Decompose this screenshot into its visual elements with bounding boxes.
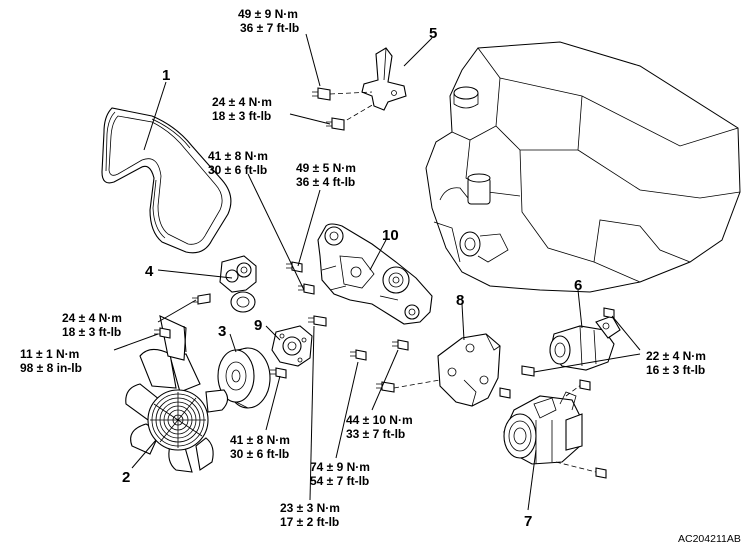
callout-1: 1 xyxy=(162,67,170,84)
torque-fan-nut-nm: 11 ± 1 N·m xyxy=(20,347,79,361)
callout-10: 10 xyxy=(382,227,399,244)
torque-bolt4-nm: 24 ± 4 N·m xyxy=(62,311,122,325)
torque-part6-nm: 22 ± 4 N·m xyxy=(646,349,706,363)
part-7-assembly xyxy=(503,379,607,479)
torque-bracket8-upper-nm: 44 ± 10 N·m xyxy=(346,413,413,427)
bracket-part-8 xyxy=(350,333,511,407)
torque-bracket8-upper-ftlb: 33 ± 7 ft-lb xyxy=(346,427,405,441)
torque-labels: 49 ± 9 N·m 36 ± 7 ft-lb 24 ± 4 N·m 18 ± … xyxy=(20,7,706,529)
drive-belt xyxy=(101,107,232,254)
torque-bolt4-ftlb: 18 ± 3 ft-lb xyxy=(62,325,121,339)
callout-4: 4 xyxy=(145,263,154,280)
callout-2: 2 xyxy=(122,469,130,486)
torque-bolt10-left-ftlb: 30 ± 6 ft-lb xyxy=(208,163,267,177)
torque-bolt5-lower-ftlb: 18 ± 3 ft-lb xyxy=(212,109,271,123)
leader-lines xyxy=(113,33,641,511)
callout-numbers: 1 2 3 4 5 6 7 8 9 10 xyxy=(122,25,582,530)
torque-fan-nut-inlb: 98 ± 8 in-lb xyxy=(20,361,82,375)
torque-bracket8-lower-ftlb: 54 ± 7 ft-lb xyxy=(310,474,369,488)
figure-code: AC204211AB xyxy=(678,533,741,545)
torque-bolt5-upper-nm: 49 ± 9 N·m xyxy=(238,7,298,21)
torque-bolt5-lower-nm: 24 ± 4 N·m xyxy=(212,95,272,109)
torque-pulley9-ftlb: 30 ± 6 ft-lb xyxy=(230,447,289,461)
callout-7: 7 xyxy=(524,513,532,530)
fan-hub-part-9 xyxy=(270,325,313,379)
cooling-fan-part-2 xyxy=(125,315,229,473)
callout-3: 3 xyxy=(218,323,226,340)
callout-9: 9 xyxy=(254,317,262,334)
engine-outline xyxy=(425,41,741,293)
pulley-part-3 xyxy=(217,347,271,409)
torque-bolt10-right-nm: 49 ± 5 N·m xyxy=(296,161,356,175)
torque-bolt5-upper-ftlb: 36 ± 7 ft-lb xyxy=(240,21,299,35)
part-6-assembly xyxy=(521,307,621,377)
callout-8: 8 xyxy=(456,292,464,309)
bracket-part-5 xyxy=(312,47,407,131)
torque-pulley9-nm: 41 ± 8 N·m xyxy=(230,433,290,447)
torque-bolt10-right-ftlb: 36 ± 4 ft-lb xyxy=(296,175,355,189)
bracket-part-10 xyxy=(286,223,433,327)
callout-6: 6 xyxy=(574,277,582,294)
torque-part6-ftlb: 16 ± 3 ft-lb xyxy=(646,363,705,377)
callout-5: 5 xyxy=(429,25,437,42)
tensioner-part-4 xyxy=(192,255,257,313)
torque-bracket-bolt-ftlb: 17 ± 2 ft-lb xyxy=(280,515,339,529)
torque-bolt10-left-nm: 41 ± 8 N·m xyxy=(208,149,268,163)
torque-bracket8-lower-nm: 74 ± 9 N·m xyxy=(310,460,370,474)
torque-bracket-bolt-nm: 23 ± 3 N·m xyxy=(280,501,340,515)
